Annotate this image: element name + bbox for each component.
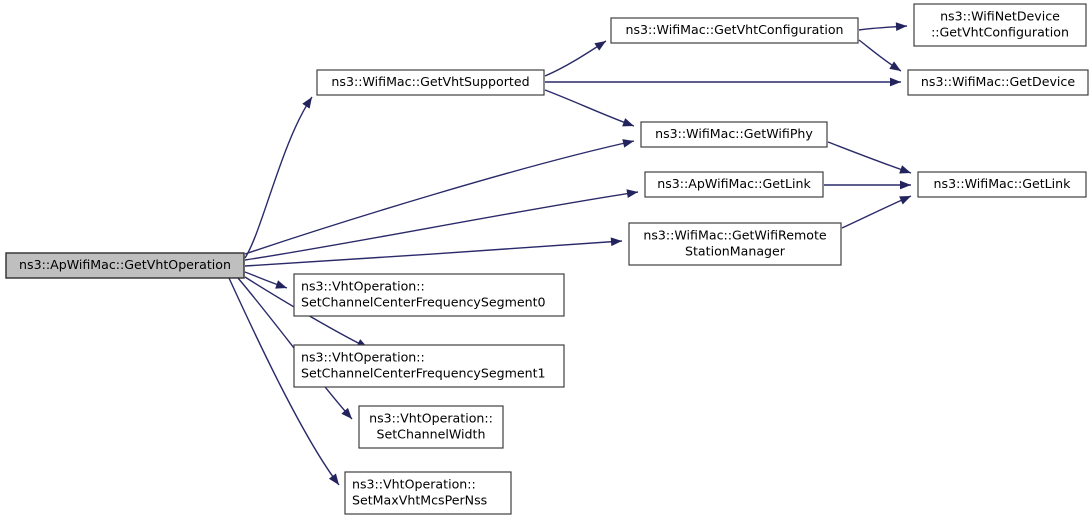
graph-node-maxmcs[interactable]: ns3::VhtOperation::SetMaxVhtMcsPerNss <box>344 471 512 515</box>
node-box[interactable] <box>358 405 504 449</box>
node-label-line: ns3::ApWifiMac::GetLink <box>657 176 811 191</box>
node-label-line: ns3::VhtOperation:: <box>369 411 493 426</box>
graph-node-chanwidth[interactable]: ns3::VhtOperation::SetChannelWidth <box>358 405 504 449</box>
node-label-line: ns3::WifiMac::GetWifiRemote <box>643 228 827 243</box>
call-edge-root-to-maxmcs <box>228 277 340 486</box>
node-label-line: StationManager <box>685 244 786 259</box>
node-box[interactable] <box>913 3 1087 47</box>
edge-arrowhead-icon <box>341 407 352 419</box>
edge-arrowhead-icon <box>890 77 901 87</box>
node-box[interactable] <box>917 171 1087 198</box>
node-label-line: ns3::WifiMac::GetDevice <box>921 74 1075 89</box>
node-label-line: ::GetVhtConfiguration <box>931 25 1069 40</box>
call-edge-vhtsupported-to-getwifiphy <box>544 89 635 127</box>
node-box[interactable] <box>344 471 512 515</box>
graph-node-getwifiphy[interactable]: ns3::WifiMac::GetWifiPhy <box>640 121 828 148</box>
graph-node-seg1[interactable]: ns3::VhtOperation::SetChannelCenterFrequ… <box>293 344 565 388</box>
node-box[interactable] <box>628 222 842 266</box>
nodes-layer: ns3::ApWifiMac::GetVhtOperation ns3::Wifi… <box>5 3 1089 515</box>
node-label-line: ns3::WifiMac::GetWifiPhy <box>655 126 813 141</box>
edge-arrowhead-icon <box>328 473 339 485</box>
graph-node-vhtconfig[interactable]: ns3::WifiMac::GetVhtConfiguration <box>610 17 859 44</box>
call-edge-root-to-rsm <box>244 240 623 267</box>
edge-arrowhead-icon <box>622 118 634 127</box>
node-box[interactable] <box>316 69 545 96</box>
edge-arrowhead-icon <box>895 22 907 32</box>
node-label-line: ns3::VhtOperation:: <box>352 477 476 492</box>
call-edge-getwifiphy-to-getlink <box>827 141 912 174</box>
call-edge-root-to-getwifiphy <box>244 140 635 255</box>
node-label-line: SetChannelCenterFrequencySegment1 <box>301 366 546 381</box>
edge-arrowhead-icon <box>899 165 911 174</box>
node-label-line: ns3::ApWifiMac::GetVhtOperation <box>19 257 231 272</box>
node-label-line: ns3::WifiMac::GetVhtConfiguration <box>625 22 843 37</box>
node-box[interactable] <box>293 344 565 388</box>
edge-arrowhead-icon <box>626 189 638 198</box>
node-label-line: SetMaxVhtMcsPerNss <box>352 493 487 508</box>
node-label-line: ns3::WifiNetDevice <box>940 9 1060 24</box>
call-edge-root-to-vhtsupported <box>244 96 313 259</box>
graph-node-getdevice[interactable]: ns3::WifiMac::GetDevice <box>907 69 1089 96</box>
edge-arrowhead-icon <box>275 280 287 289</box>
node-box[interactable] <box>610 17 859 44</box>
graph-node-vhtsupported[interactable]: ns3::WifiMac::GetVhtSupported <box>316 69 545 96</box>
node-box[interactable] <box>907 69 1089 96</box>
edge-arrowhead-icon <box>610 237 622 247</box>
node-box[interactable] <box>640 121 828 148</box>
call-edge-root-to-apgetlink <box>244 191 639 261</box>
call-edge-rsm-to-getlink <box>841 195 912 229</box>
node-box[interactable] <box>293 273 565 317</box>
node-label-line: SetChannelCenterFrequencySegment0 <box>301 295 546 310</box>
graph-node-netdevvhtconfig[interactable]: ns3::WifiNetDevice::GetVhtConfiguration <box>913 3 1087 47</box>
graph-node-root[interactable]: ns3::ApWifiMac::GetVhtOperation <box>5 252 245 279</box>
graph-node-apgetlink[interactable]: ns3::ApWifiMac::GetLink <box>644 171 824 198</box>
graph-node-rsm[interactable]: ns3::WifiMac::GetWifiRemoteStationManage… <box>628 222 842 266</box>
edge-arrowhead-icon <box>899 196 911 205</box>
node-label-line: SetChannelWidth <box>377 427 486 442</box>
edge-arrowhead-icon <box>622 139 634 148</box>
edge-arrowhead-icon <box>889 61 901 71</box>
graph-node-seg0[interactable]: ns3::VhtOperation::SetChannelCenterFrequ… <box>293 273 565 317</box>
node-box[interactable] <box>5 252 245 279</box>
edge-arrowhead-icon <box>594 41 606 51</box>
node-label-line: ns3::WifiMac::GetVhtSupported <box>331 74 529 89</box>
node-label-line: ns3::VhtOperation:: <box>301 279 425 294</box>
edge-arrowhead-icon <box>302 97 312 109</box>
graph-node-getlink[interactable]: ns3::WifiMac::GetLink <box>917 171 1087 198</box>
edge-arrowhead-icon <box>900 180 911 190</box>
node-box[interactable] <box>644 171 824 198</box>
node-label-line: ns3::VhtOperation:: <box>301 350 425 365</box>
node-label-line: ns3::WifiMac::GetLink <box>934 176 1072 191</box>
